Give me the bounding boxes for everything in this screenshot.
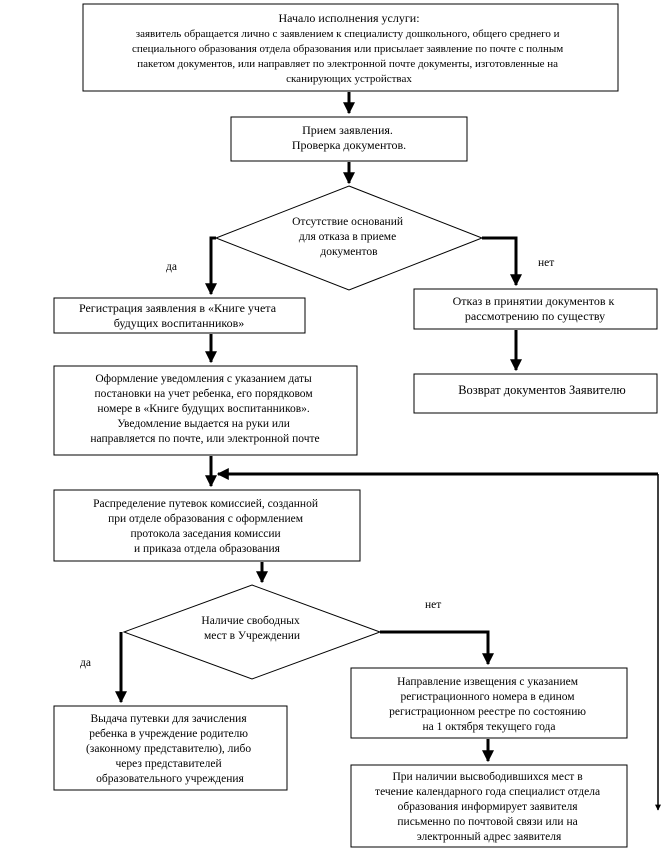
- issue-voucher-box: [53, 705, 288, 791]
- start-text: заявитель обращается лично с заявлением …: [132, 28, 566, 85]
- issue-voucher-text: Выдача путевки для зачисления ребенка в …: [86, 713, 254, 785]
- distribute-text: Распределение путевок комиссией, созданн…: [93, 498, 321, 555]
- start-label: Начало исполнения услуги:: [278, 11, 419, 25]
- edge-label-no-2: нет: [425, 599, 441, 611]
- notice-registry-text: Направление извещения с указанием регист…: [389, 676, 589, 733]
- return-docs-text: Возврат документов Заявителю: [458, 383, 626, 397]
- refuse-box: [413, 288, 658, 330]
- notify-text: Оформление уведомления с указанием даты …: [90, 373, 319, 445]
- distribute-box: [53, 489, 361, 562]
- vacancy-inform-box: [350, 764, 628, 848]
- decision-places-diamond: [122, 584, 382, 680]
- arrow-decision-no: [482, 236, 522, 287]
- register-text: Регистрация заявления в «Книге учета буд…: [79, 301, 279, 330]
- edge-label-yes-1: да: [166, 261, 177, 273]
- arrow-decision-yes: [205, 236, 217, 296]
- receive-box: [230, 116, 468, 162]
- notify-box: [53, 365, 358, 456]
- return-docs-box: [413, 373, 658, 414]
- notice-registry-box: [350, 667, 628, 739]
- decision-places-text: Наличие свободных мест в Учреждении: [201, 615, 302, 642]
- edge-label-yes-2: да: [80, 657, 91, 669]
- edge-label-no-1: нет: [538, 257, 554, 269]
- receive-text: Прием заявления. Проверка документов.: [292, 123, 406, 152]
- register-box: [53, 297, 306, 334]
- vacancy-inform-text: При наличии высвободившихся мест в течен…: [375, 771, 603, 843]
- decision-grounds-text: Отсутствие оснований для отказа в приеме…: [292, 216, 406, 258]
- arrow-places-no: [380, 630, 494, 666]
- refuse-text: Отказ в принятии документов к рассмотрен…: [453, 294, 618, 323]
- start-box: [82, 3, 619, 92]
- decision-grounds-diamond: [214, 185, 484, 291]
